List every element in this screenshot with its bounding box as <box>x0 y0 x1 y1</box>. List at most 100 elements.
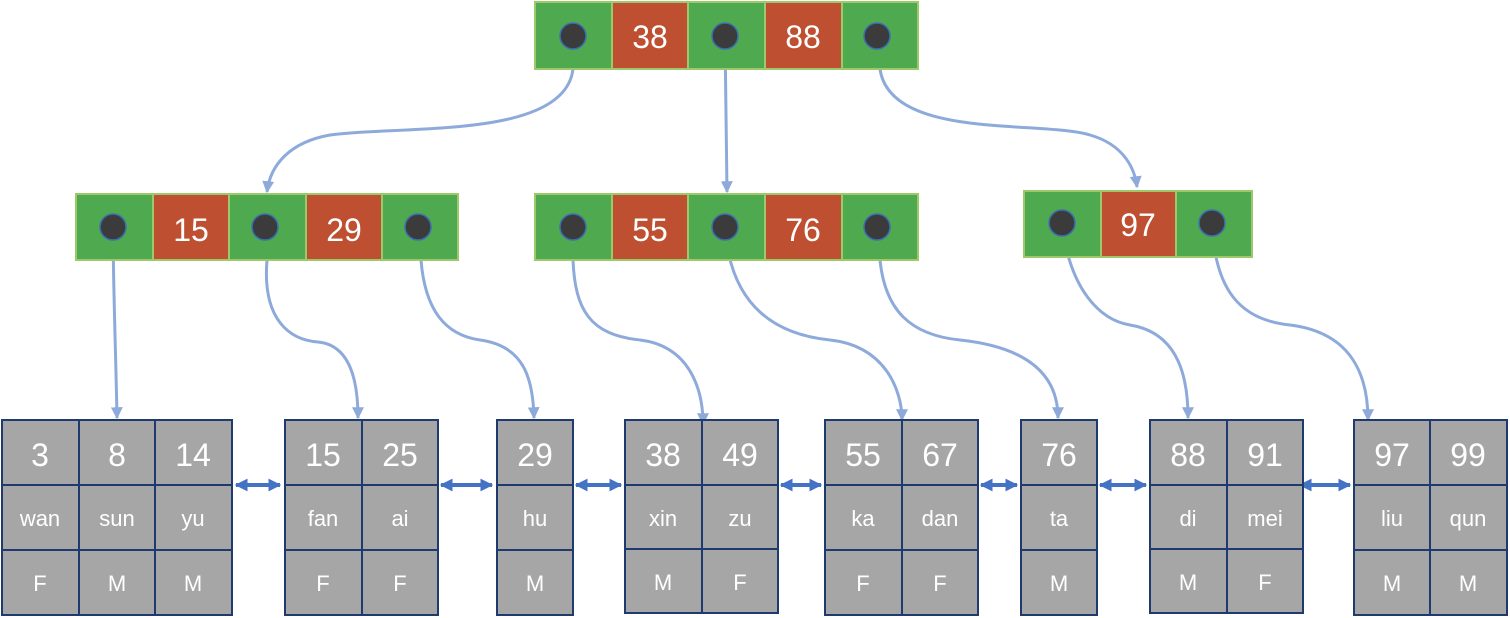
pointer-dot <box>863 213 891 241</box>
leaf-node-7: 88 di M 91 mei F <box>1149 419 1304 614</box>
leaf-name: yu <box>181 506 204 531</box>
leaf-cell <box>1020 484 1098 551</box>
leaf-gender: F <box>733 570 746 595</box>
leaf-cell <box>496 484 574 551</box>
leaf-name: wan <box>19 506 60 531</box>
leaf-node-5: 55 ka F 67 dan F <box>824 419 979 616</box>
leaf-cell <box>154 484 233 551</box>
leaf-cell <box>1226 548 1304 614</box>
leaf-node-4: 38 xin M 49 zu F <box>624 419 779 614</box>
pointer-dot <box>559 22 587 50</box>
key-cell <box>764 1 843 70</box>
leaf-gender: M <box>1050 571 1068 596</box>
key-label: 97 <box>1120 207 1156 243</box>
leaf-cell <box>624 484 703 550</box>
pointer-dot <box>251 213 279 241</box>
leaf-cell <box>1020 549 1098 616</box>
leaf-key: 55 <box>845 437 881 473</box>
leaf-node-8: 97 liu M 99 qun M <box>1353 419 1508 616</box>
key-label: 15 <box>173 212 209 248</box>
key-label: 88 <box>785 19 821 55</box>
leaf-name: dan <box>922 506 959 531</box>
leaf-cell <box>78 419 156 486</box>
leaf-key: 88 <box>1170 437 1206 473</box>
leaf-name: xin <box>649 506 677 531</box>
leaf-gender: M <box>1459 571 1477 596</box>
key-label: 76 <box>785 212 821 248</box>
leaf-cell <box>154 419 233 486</box>
leaf-gender: F <box>933 571 946 596</box>
leaf-name: di <box>1179 506 1196 531</box>
pointer-dot <box>99 213 127 241</box>
leaf-key: 15 <box>305 437 341 473</box>
leaf-name: zu <box>728 506 751 531</box>
leaf-name: qun <box>1450 506 1487 531</box>
leaf-cell <box>361 419 439 486</box>
leaf-node-1: 3 wan F 8 sun M 14 yu M <box>1 419 233 616</box>
leaf-cell <box>361 549 439 616</box>
leaf-gender: M <box>654 570 672 595</box>
leaf-cell <box>701 419 779 486</box>
internal-node-3: 97 <box>1023 190 1253 258</box>
leaf-gender: F <box>1258 570 1271 595</box>
leaf-gender: M <box>1383 571 1401 596</box>
pointer-dot <box>711 213 739 241</box>
internal-node-2: 55 76 <box>534 193 919 261</box>
leaf-cell <box>78 549 156 616</box>
pointer-dot <box>711 22 739 50</box>
leaf-key: 8 <box>108 437 126 473</box>
leaf-name: hu <box>523 506 547 531</box>
pointer-line-to-leaf-6 <box>878 259 1064 420</box>
leaf-key: 99 <box>1450 437 1486 473</box>
leaf-cell <box>824 484 903 551</box>
leaf-key: 3 <box>31 437 49 473</box>
leaf-name: sun <box>99 506 134 531</box>
key-cell <box>1100 190 1177 258</box>
leaf-key: 67 <box>922 437 958 473</box>
pointer-line-to-leaf-4 <box>571 259 709 426</box>
leaf-gender: M <box>1179 570 1197 595</box>
pointer-line-to-leaf-7 <box>1060 223 1194 420</box>
leaf-key: 49 <box>722 437 758 473</box>
leaf-gender: M <box>184 571 202 596</box>
pointer-line-to-leaf-3 <box>419 259 540 420</box>
leaf-gender: F <box>33 571 46 596</box>
leaf-cell <box>1149 419 1228 486</box>
leaf-cell <box>901 484 979 551</box>
leaf-cell <box>1 419 80 486</box>
pointer-dot <box>1198 209 1226 237</box>
leaf-key: 76 <box>1041 437 1077 473</box>
pointer-dot <box>863 22 891 50</box>
leaf-node-3: 29 hu M <box>496 419 574 616</box>
root-node: 38 88 <box>534 1 919 70</box>
leaf-gender: F <box>316 571 329 596</box>
key-label: 29 <box>326 212 362 248</box>
leaf-cell <box>1226 484 1304 550</box>
key-cell <box>611 193 689 261</box>
leaf-name: ta <box>1050 506 1069 531</box>
pointer-dot <box>559 213 587 241</box>
key-label: 55 <box>632 212 668 248</box>
leaf-gender: M <box>108 571 126 596</box>
leaf-gender: F <box>393 571 406 596</box>
leaf-name: ai <box>391 506 408 531</box>
pointer-line-root-to-node-3 <box>878 68 1142 189</box>
leaf-gender: F <box>856 571 869 596</box>
leaf-name: liu <box>1381 506 1403 531</box>
leaf-name: ka <box>851 506 875 531</box>
pointer-dot <box>404 213 432 241</box>
leaf-gender: M <box>526 571 544 596</box>
leaf-key: 97 <box>1374 437 1410 473</box>
leaf-cell <box>1353 549 1431 616</box>
leaf-cell <box>1429 484 1508 551</box>
leaf-key: 25 <box>382 437 418 473</box>
leaf-cell <box>496 549 574 616</box>
leaf-cell <box>154 549 233 616</box>
pointer-dot <box>1048 209 1076 237</box>
leaf-name: mei <box>1247 506 1282 531</box>
leaf-name: fan <box>308 506 339 531</box>
leaf-cell <box>901 549 979 616</box>
leaf-cell <box>901 419 979 486</box>
leaf-cell <box>1429 419 1508 486</box>
